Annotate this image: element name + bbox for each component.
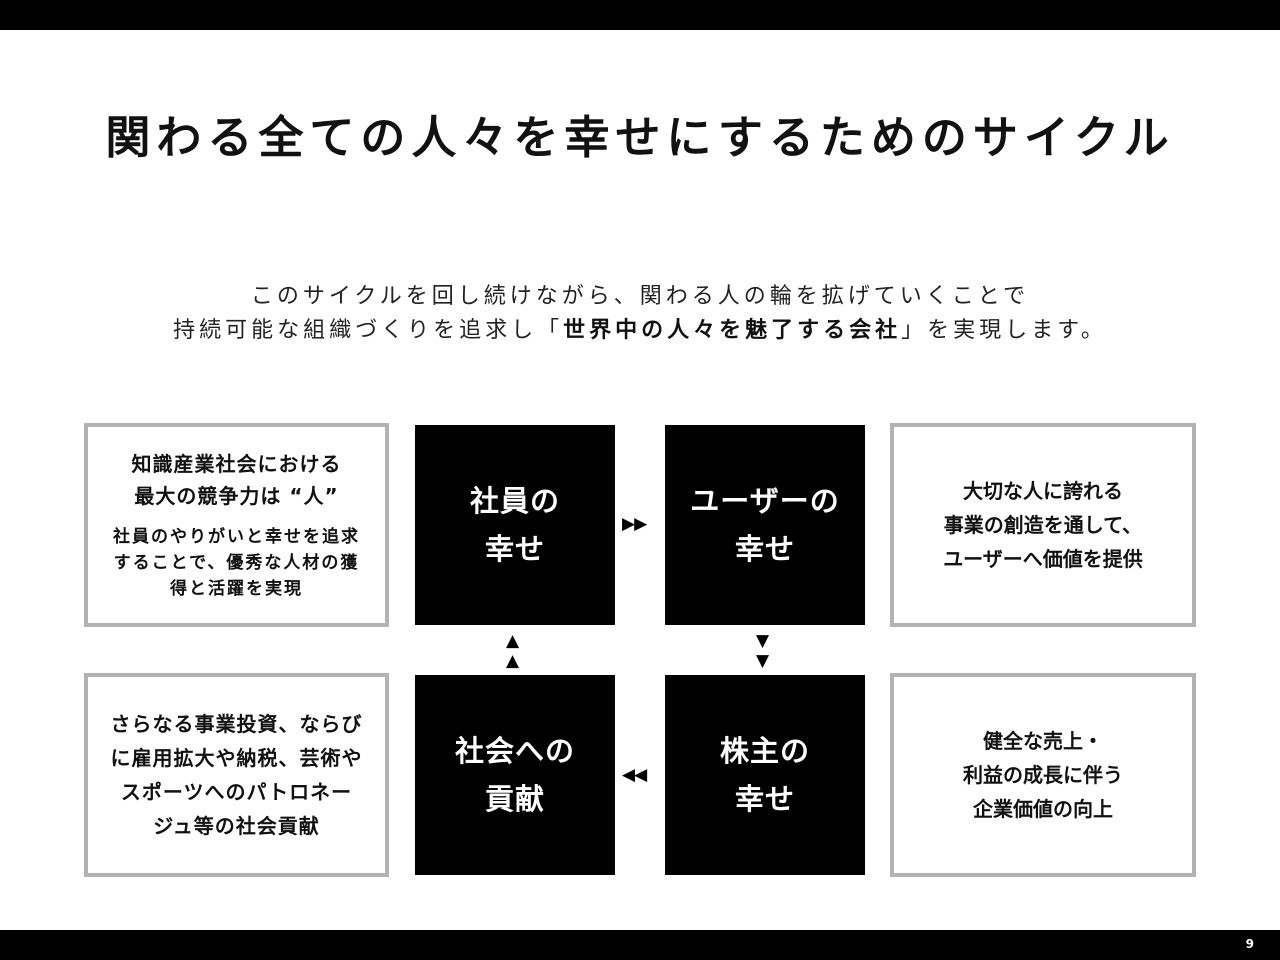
society-note-box: さらなる事業投資、ならび に雇用拡大や納税、芸術や スポーツへのパトロネー ジュ… (84, 673, 389, 877)
society-contribution-box: 社会への 貢献 (415, 675, 615, 875)
employee-note-sub-line-3: 得と活躍を実現 (170, 579, 303, 599)
top-bar (0, 0, 1280, 30)
arrow-down-icon-top: ▼ (756, 631, 769, 651)
user-happiness-box: ユーザーの 幸せ (665, 425, 865, 625)
society-contribution-line-2: 貢献 (484, 782, 545, 816)
arrow-up-icon-bottom: ▲ (506, 651, 519, 671)
lead-line-2-prefix: 持続可能な組織づくりを追求し「 (173, 318, 564, 343)
shareholder-note-line-3: 企業価値の向上 (973, 797, 1113, 821)
society-contribution-line-1: 社会への (454, 734, 575, 768)
arrow-right-icon: ▶▶ (622, 514, 647, 534)
employee-happiness-line-1: 社員の (469, 484, 560, 518)
employee-note-main-line-1: 知識産業社会における (131, 452, 342, 476)
society-note-line-2: に雇用拡大や納税、芸術や (110, 746, 363, 770)
employee-note-sub-line-2: することで、優秀な人材の獲 (113, 553, 360, 573)
arrow-down-icon-bottom: ▼ (756, 651, 769, 671)
user-happiness-line-2: 幸せ (734, 532, 795, 566)
employee-happiness-box: 社員の 幸せ (415, 425, 615, 625)
user-note-line-2: 事業の創造を通して、 (943, 513, 1143, 537)
lead-line-1: このサイクルを回し続けながら、関わる人の輪を拡げていくことで (250, 284, 1030, 309)
shareholder-note-text: 健全な売上・ 利益の成長に伴う 企業価値の向上 (963, 724, 1123, 826)
society-note-line-3: スポーツへのパトロネー (120, 780, 353, 804)
society-note-line-1: さらなる事業投資、ならび (110, 712, 363, 736)
employee-note-sub: 社員のやりがいと幸せを追求 することで、優秀な人材の獲 得と活躍を実現 (113, 524, 360, 602)
lead-line-2: 持続可能な組織づくりを追求し「世界中の人々を魅了する会社」を実現します。 (0, 314, 1280, 348)
bottom-bar: 9 (0, 930, 1280, 960)
page-number: 9 (1245, 937, 1254, 951)
lead-line-2-emphasis: 世界中の人々を魅了する会社 (563, 318, 902, 343)
lead-line-2-suffix: 」を実現します。 (901, 318, 1107, 343)
shareholder-happiness-box: 株主の 幸せ (665, 675, 865, 875)
employee-note-sub-line-1: 社員のやりがいと幸せを追求 (113, 527, 360, 547)
page-title: 関わる全ての人々を幸せにするためのサイクル (105, 111, 1175, 164)
employee-note-main-line-2: 最大の競争力は “人” (134, 484, 339, 508)
arrow-left-icon: ◀◀ (622, 765, 647, 785)
user-note-line-3: ユーザーへ価値を提供 (943, 547, 1143, 571)
user-happiness-line-1: ユーザーの (690, 484, 840, 518)
shareholder-happiness-line-1: 株主の (719, 734, 810, 768)
employee-note-main: 知識産業社会における 最大の競争力は “人” (132, 448, 342, 512)
employee-happiness-line-2: 幸せ (484, 532, 545, 566)
user-note-text: 大切な人に誇れる 事業の創造を通して、 ユーザーへ価値を提供 (943, 474, 1143, 576)
society-note-text: さらなる事業投資、ならび に雇用拡大や納税、芸術や スポーツへのパトロネー ジュ… (111, 707, 363, 843)
employee-note-box: 知識産業社会における 最大の競争力は “人” 社員のやりがいと幸せを追求 するこ… (84, 423, 389, 627)
shareholder-happiness-line-2: 幸せ (734, 782, 795, 816)
society-note-line-4: ジュ等の社会貢献 (153, 814, 320, 838)
user-note-box: 大切な人に誇れる 事業の創造を通して、 ユーザーへ価値を提供 (890, 423, 1196, 627)
shareholder-note-line-2: 利益の成長に伴う (963, 763, 1123, 787)
user-note-line-1: 大切な人に誇れる (962, 479, 1123, 503)
arrow-up-icon-top: ▲ (506, 631, 519, 651)
shareholder-note-line-1: 健全な売上・ (983, 729, 1103, 753)
shareholder-note-box: 健全な売上・ 利益の成長に伴う 企業価値の向上 (890, 673, 1196, 877)
